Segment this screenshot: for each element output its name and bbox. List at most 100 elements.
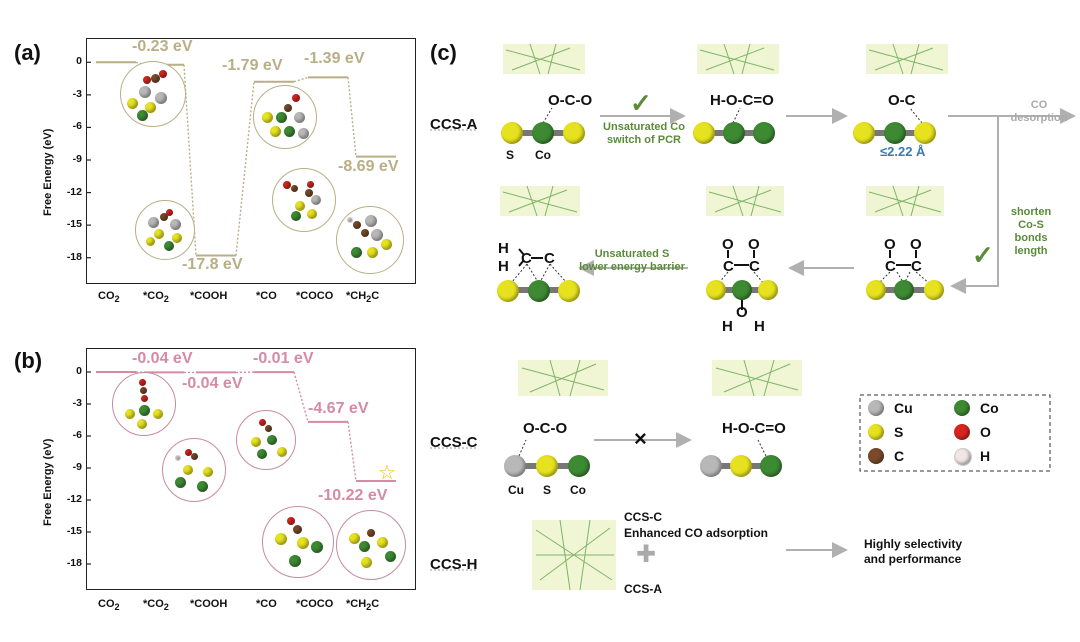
atom-s (706, 280, 726, 300)
coco-mid-c1: C (723, 258, 734, 275)
panel-b-xlabel-coco: *COCO (296, 598, 334, 610)
note-ccs-c-top: CCS-C (624, 510, 662, 524)
label-s-c: S (543, 483, 552, 497)
panel-b-label-sco2: -0.04 eV (132, 350, 193, 367)
ch2c-h2: H (498, 258, 509, 275)
structure-a-ch2c (336, 206, 404, 274)
y-tick-label: -9 (72, 153, 82, 165)
note-ccs-a-bottom: CCS-A (624, 582, 662, 596)
atom-s (693, 122, 715, 144)
energy-connector (347, 421, 357, 482)
panel-b-chart (86, 371, 396, 565)
bond-length-label: ≤2.22 Å (880, 144, 926, 159)
panel-a-label: (a) (14, 40, 41, 65)
legend-label: O (980, 424, 991, 440)
structure-b-co2 (112, 372, 176, 436)
y-tick-label: -6 (72, 120, 82, 133)
check-icon: ✓ (630, 88, 652, 118)
label-co: Co (535, 148, 551, 162)
atom-s (924, 280, 944, 300)
atom-s (866, 280, 886, 300)
atom-co (528, 280, 550, 302)
panel-b-label-ch2c: -10.22 eV (318, 487, 388, 504)
atom-co (760, 455, 782, 477)
panel-b-label-co: -0.01 eV (253, 350, 314, 367)
y-tick-label: -6 (72, 429, 82, 441)
panel-b-label: (b) (14, 348, 43, 373)
atom-s (853, 122, 875, 144)
y-tick-label: -18 (66, 250, 82, 263)
y-tick-label: -9 (72, 461, 82, 473)
note-enhanced-co: Enhanced CO adsorption (624, 526, 769, 540)
panel-c-label: (c) (430, 40, 457, 65)
oh-h1: H (722, 318, 733, 335)
y-tick-label: -3 (72, 87, 82, 100)
structure-a-coco (272, 168, 336, 232)
panel-a-label-coco: -1.39 eV (304, 50, 365, 67)
legend-atom-icon (868, 448, 884, 464)
energy-connector (347, 77, 357, 157)
y-tick-label: 0 (76, 55, 82, 68)
structure-b-co (236, 410, 296, 470)
panel-b-xlabel-sco2: *CO2 (143, 598, 169, 613)
label-s: S (506, 148, 515, 162)
panel-b-frame (86, 348, 416, 590)
atom-co (753, 122, 775, 144)
molecule-oco: O-C-O (548, 92, 593, 109)
atom-s (558, 280, 580, 302)
row-label-ccs-a: CCS-A (430, 116, 478, 133)
atom-s (536, 455, 558, 477)
panel-b-xlabel-co: *CO (256, 598, 277, 610)
energy-connector (293, 76, 309, 83)
atom-co (894, 280, 914, 300)
panel-a-label-co: -1.79 eV (222, 57, 283, 74)
molecule-oc: O-C (888, 92, 916, 109)
plus-icon: ✚ (636, 541, 657, 568)
y-tick-label: 0 (76, 365, 82, 377)
legend-label: S (894, 424, 904, 440)
panel-b-xlabel-ch2c: *CH2C (346, 598, 380, 613)
cross-icon: × (634, 426, 647, 451)
ch2c-h1: H (498, 240, 509, 257)
atom-co (532, 122, 554, 144)
panel-a-xlabel-co2: CO2 (98, 290, 120, 305)
label-co-c: Co (570, 483, 586, 497)
atom-co (884, 122, 906, 144)
y-tick-label: -15 (66, 525, 82, 537)
legend-atom-icon (954, 400, 970, 416)
check-icon: ✓ (972, 240, 994, 270)
y-tick-label: -12 (66, 185, 82, 198)
atom-s (501, 122, 523, 144)
panel-a-xlabel-cooh: *COOH (190, 290, 228, 302)
structure-b-coco (262, 506, 334, 578)
panel-a-label-ch2c: -8.69 eV (338, 158, 399, 175)
legend-label: C (894, 448, 905, 464)
cluster-art (500, 44, 948, 590)
y-tick-label: -15 (66, 218, 82, 231)
coco-mid-c2: C (749, 258, 760, 275)
energy-connector (235, 81, 255, 256)
legend-atom-icon (868, 424, 884, 440)
atom-s (563, 122, 585, 144)
atom-s (758, 280, 778, 300)
structure-a-co2 (120, 61, 186, 127)
ch2c-c2: C (544, 250, 555, 267)
atom-cu (504, 455, 526, 477)
molecule-hoco-c: H-O-C=O (722, 420, 786, 437)
legend-atom-icon (954, 448, 972, 466)
coco-right-c2: C (911, 258, 922, 275)
oh-h2: H (754, 318, 765, 335)
energy-connector (293, 371, 309, 423)
atom-s (730, 455, 752, 477)
molecule-hoco: H-O-C=O (710, 92, 774, 109)
ch2c-c1: C (521, 250, 532, 267)
row-label-ccs-h: CCS-H (430, 556, 478, 573)
y-tick-label: -3 (72, 397, 82, 409)
row-label-ccs-c: CCS-C (430, 434, 478, 451)
y-tick-label: -12 (66, 493, 82, 505)
legend-label: H (980, 448, 991, 464)
